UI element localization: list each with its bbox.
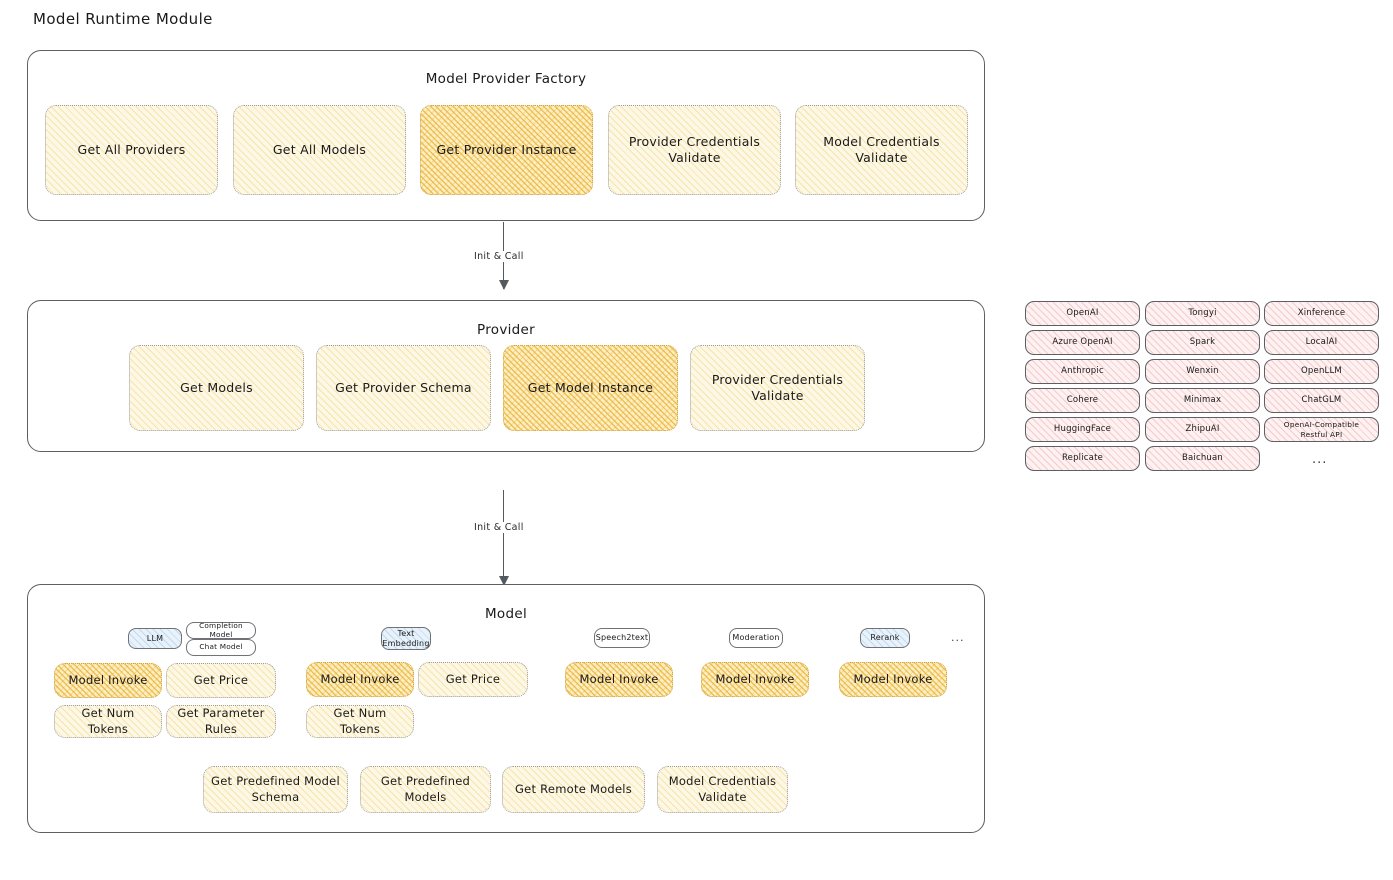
factory-box-provider-credentials-validate[interactable]: Provider Credentials Validate [608,105,781,195]
provider-box-get-provider-schema[interactable]: Get Provider Schema [316,345,491,431]
provider-chip-wenxin[interactable]: Wenxin [1145,359,1260,384]
provider-chip-huggingface[interactable]: HuggingFace [1025,417,1140,442]
model-provider-factory-title: Model Provider Factory [425,71,587,87]
model-type-badge-speech2text[interactable]: Speech2text [594,628,650,648]
model-type-badge-llm[interactable]: LLM [128,628,182,649]
provider-chip-cohere[interactable]: Cohere [1025,388,1140,413]
moderation-method-model-invoke[interactable]: Model Invoke [701,662,809,697]
model-sub-badge-completion-model[interactable]: Completion Model [186,621,256,639]
provider-box-provider-credentials-validate[interactable]: Provider Credentials Validate [690,345,865,431]
arrow-label-init-call-2: Init & Call [470,522,528,533]
factory-box-get-provider-instance[interactable]: Get Provider Instance [420,105,593,195]
provider-chip-zhipuai[interactable]: ZhipuAI [1145,417,1260,442]
text-embedding-method-get-num-tokens[interactable]: Get Num Tokens [306,705,414,738]
model-type-badge-text-embedding[interactable]: Text Embedding [381,627,431,650]
llm-method-model-invoke[interactable]: Model Invoke [54,663,162,698]
provider-chip-openai-compatible-restful-api[interactable]: OpenAI-Compatible Restful API [1264,417,1379,442]
provider-chip-chatglm[interactable]: ChatGLM [1264,388,1379,413]
model-sub-badge-chat-model[interactable]: Chat Model [186,639,256,656]
provider-box-get-model-instance[interactable]: Get Model Instance [503,345,678,431]
model-title: Model [484,606,528,622]
provider-chip-openai[interactable]: OpenAI [1025,301,1140,326]
provider-chip-spark[interactable]: Spark [1145,330,1260,355]
speech2text-method-model-invoke[interactable]: Model Invoke [565,662,673,697]
arrow-head [498,280,509,290]
model-common-get-remote-models[interactable]: Get Remote Models [502,766,645,813]
factory-box-get-all-providers[interactable]: Get All Providers [45,105,218,195]
provider-chip-baichuan[interactable]: Baichuan [1145,446,1260,471]
model-type-badge-moderation[interactable]: Moderation [729,628,783,648]
model-types-more: ... [951,631,965,644]
provider-list-more: ... [1312,452,1328,467]
llm-method-get-price[interactable]: Get Price [166,663,276,698]
factory-box-get-all-models[interactable]: Get All Models [233,105,406,195]
model-common-model-credentials-validate[interactable]: Model Credentials Validate [657,766,788,813]
provider-chip-azure-openai[interactable]: Azure OpenAI [1025,330,1140,355]
model-common-get-predefined-model-schema[interactable]: Get Predefined Model Schema [203,766,348,813]
rerank-method-model-invoke[interactable]: Model Invoke [839,662,947,697]
provider-chip-openllm[interactable]: OpenLLM [1264,359,1379,384]
provider-title: Provider [477,322,535,338]
arrow-head [498,576,509,586]
page-title: Model Runtime Module [33,10,213,28]
provider-box-get-models[interactable]: Get Models [129,345,304,431]
provider-chip-replicate[interactable]: Replicate [1025,446,1140,471]
provider-chip-minimax[interactable]: Minimax [1145,388,1260,413]
provider-chip-xinference[interactable]: Xinference [1264,301,1379,326]
text-embedding-method-get-price[interactable]: Get Price [418,662,528,697]
llm-method-get-num-tokens[interactable]: Get Num Tokens [54,705,162,738]
factory-box-model-credentials-validate[interactable]: Model Credentials Validate [795,105,968,195]
provider-chip-tongyi[interactable]: Tongyi [1145,301,1260,326]
model-common-get-predefined-models[interactable]: Get Predefined Models [360,766,491,813]
arrow-label-init-call-1: Init & Call [470,251,528,262]
provider-chip-localai[interactable]: LocalAI [1264,330,1379,355]
provider-chip-anthropic[interactable]: Anthropic [1025,359,1140,384]
arrow-line [503,490,505,585]
model-type-badge-rerank[interactable]: Rerank [860,628,910,648]
text-embedding-method-model-invoke[interactable]: Model Invoke [306,662,414,697]
llm-method-get-parameter-rules[interactable]: Get Parameter Rules [166,705,276,738]
